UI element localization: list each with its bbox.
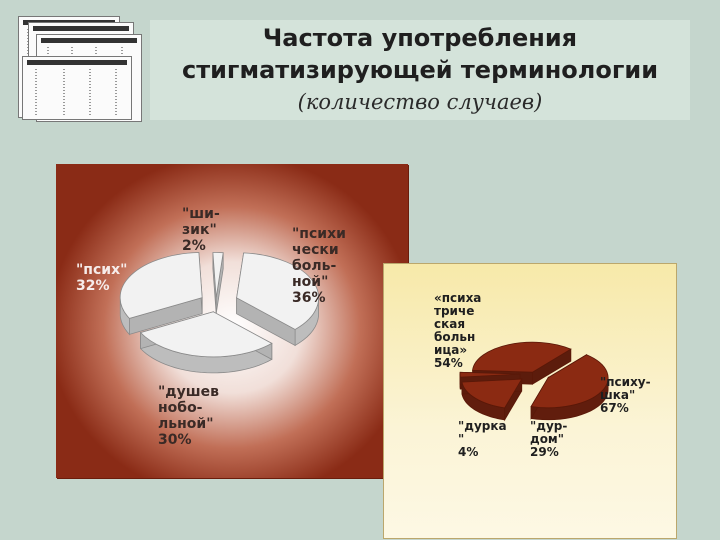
slice-label-psikhiatricheskaya-bolnitsa: «психа триче ская больн ица»54% <box>434 291 482 370</box>
slice-label-psikhicheski-bolnoy: "психи чески боль- ной"36% <box>292 226 346 306</box>
slice-label-shizik: "ши- зик"2% <box>182 206 220 254</box>
slice-label-durka: "дурка "4% <box>458 419 507 459</box>
newspaper-clipping-image <box>18 16 142 122</box>
slice-label-psikh: "псих"32% <box>76 262 128 294</box>
pie-slice <box>139 311 273 374</box>
title-line-2: стигматизирующей терминологии <box>181 56 659 84</box>
pie-slice <box>461 377 523 422</box>
slice-label-psikhushka: "психу- шка"67% <box>600 375 651 415</box>
slice-label-durdom: "дур- дом"29% <box>530 419 568 459</box>
chart-panel-right: «психа триче ская больн ица»54% "психу- … <box>383 263 677 539</box>
title-band <box>150 20 690 120</box>
title-line-1: Частота употребления <box>262 24 578 52</box>
pie-chart-right <box>459 341 609 422</box>
chart-panel-left: "ши- зик"2% "психи чески боль- ной"36% "… <box>56 164 408 478</box>
pie-chart-left <box>119 252 319 374</box>
pie-slice <box>530 354 609 421</box>
slice-label-dushevnobolnoy: "душев нобо- льной"30% <box>158 384 219 448</box>
pie-slice <box>236 252 319 347</box>
pie-slice <box>212 252 224 314</box>
pie-slice <box>119 252 203 336</box>
title-subtitle: (количество случаев) <box>297 90 543 114</box>
